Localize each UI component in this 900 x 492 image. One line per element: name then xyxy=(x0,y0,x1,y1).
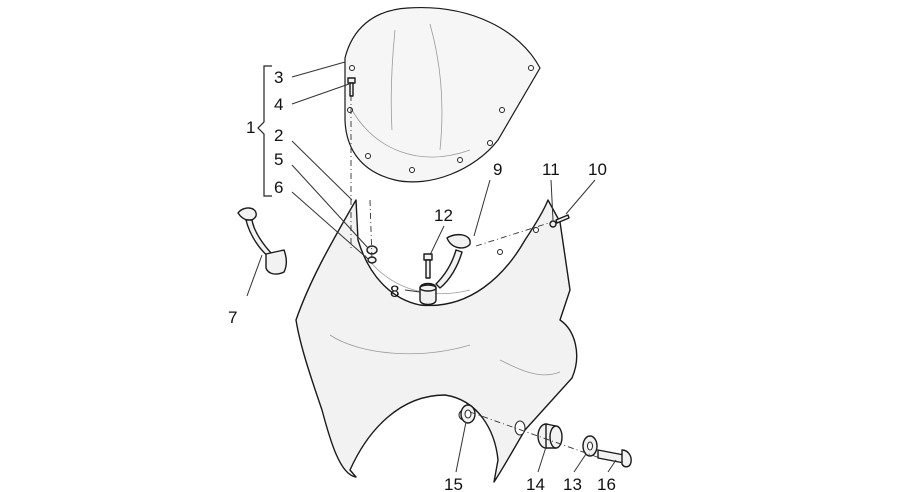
washer-13 xyxy=(582,435,598,457)
mirror-stay-right xyxy=(435,233,471,289)
callout-7: 7 xyxy=(228,308,237,327)
callout-1: 1 xyxy=(246,118,255,137)
callout-labels: 1 3 4 2 5 6 7 8 9 11 10 12 15 14 13 16 xyxy=(228,68,616,492)
screw-4 xyxy=(347,77,356,97)
front-fairing xyxy=(295,199,578,483)
screw-12 xyxy=(423,253,433,279)
callout-8: 8 xyxy=(390,282,399,301)
callout-15: 15 xyxy=(444,475,463,492)
bolt-16 xyxy=(597,449,632,468)
callout-9: 9 xyxy=(493,160,502,179)
spacer-8 xyxy=(419,282,437,306)
callout-10: 10 xyxy=(588,160,607,179)
callout-2: 2 xyxy=(274,126,283,145)
callout-5: 5 xyxy=(274,150,283,169)
windscreen xyxy=(344,7,541,183)
callout-13: 13 xyxy=(563,475,582,492)
callout-3: 3 xyxy=(274,68,283,87)
callout-12: 12 xyxy=(434,206,453,225)
callout-4: 4 xyxy=(274,95,283,114)
grommet-15 xyxy=(460,404,476,424)
leader-lines xyxy=(246,61,617,473)
mirror-stay-left xyxy=(237,207,287,275)
callout-11: 11 xyxy=(542,160,560,179)
bush-14 xyxy=(537,423,563,449)
callout-6: 6 xyxy=(274,178,283,197)
callout-16: 16 xyxy=(597,475,616,492)
group-bracket xyxy=(257,65,272,197)
callout-14: 14 xyxy=(526,475,545,492)
assembly-lines xyxy=(350,95,601,459)
